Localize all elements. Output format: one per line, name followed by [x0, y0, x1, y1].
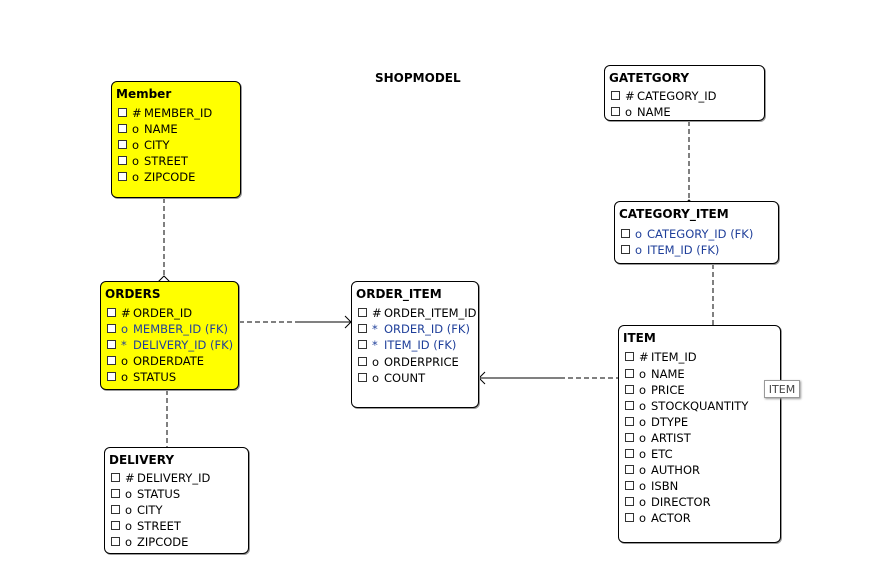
attr-orderitem-order-id-fk[interactable]: *ORDER_ID (FK) — [358, 321, 470, 337]
attribute-checkbox-icon — [625, 481, 634, 490]
rel-orderitem-item-crowfoot — [478, 371, 486, 385]
attribute-checkbox-icon — [107, 356, 116, 365]
rel-member-orders-crowfoot — [157, 275, 171, 283]
attribute-checkbox-icon — [107, 324, 116, 333]
entity-delivery-title: DELIVERY — [109, 453, 175, 467]
attribute-checkbox-icon — [625, 465, 634, 474]
attribute-checkbox-icon — [625, 369, 634, 378]
attribute-checkbox-icon — [621, 229, 630, 238]
attribute-checkbox-icon — [107, 340, 116, 349]
attribute-checkbox-icon — [358, 308, 367, 317]
attr-orderitem-order-item-id[interactable]: #ORDER_ITEM_ID — [358, 305, 477, 321]
attribute-checkbox-icon — [111, 537, 120, 546]
attr-member-member-id[interactable]: #MEMBER_ID — [118, 105, 212, 121]
entity-order-item[interactable]: ORDER_ITEM #ORDER_ITEM_ID *ORDER_ID (FK)… — [351, 281, 479, 408]
attribute-checkbox-icon — [625, 513, 634, 522]
attribute-checkbox-icon — [625, 497, 634, 506]
attribute-checkbox-icon — [358, 340, 367, 349]
attribute-checkbox-icon — [111, 473, 120, 482]
attribute-checkbox-icon — [107, 308, 116, 317]
attr-gatetgory-category-id[interactable]: #CATEGORY_ID — [611, 88, 717, 104]
entity-order-item-title: ORDER_ITEM — [356, 287, 442, 301]
attribute-checkbox-icon — [625, 352, 634, 361]
entity-orders-title: ORDERS — [105, 287, 161, 301]
attr-orders-delivery-id-fk[interactable]: *DELIVERY_ID (FK) — [107, 337, 233, 353]
entity-member-title: Member — [116, 87, 172, 101]
attribute-checkbox-icon — [358, 373, 367, 382]
attr-item-item-id[interactable]: #ITEM_ID — [625, 349, 697, 365]
attribute-checkbox-icon — [611, 107, 620, 116]
attribute-checkbox-icon — [625, 433, 634, 442]
attribute-checkbox-icon — [621, 245, 630, 254]
attribute-checkbox-icon — [111, 489, 120, 498]
entity-item-title: ITEM — [623, 331, 656, 345]
diagram-title: SHOPMODEL — [375, 71, 461, 85]
attribute-checkbox-icon — [358, 324, 367, 333]
attribute-checkbox-icon — [118, 108, 127, 117]
attribute-checkbox-icon — [625, 401, 634, 410]
entity-tooltip: ITEM — [764, 380, 800, 398]
attribute-checkbox-icon — [118, 172, 127, 181]
attribute-checkbox-icon — [625, 417, 634, 426]
attribute-checkbox-icon — [611, 91, 620, 100]
entity-gatetgory-title: GATETGORY — [609, 71, 690, 85]
attribute-checkbox-icon — [118, 156, 127, 165]
attribute-checkbox-icon — [118, 140, 127, 149]
attribute-checkbox-icon — [107, 372, 116, 381]
attribute-checkbox-icon — [625, 449, 634, 458]
attr-delivery-delivery-id[interactable]: #DELIVERY_ID — [111, 470, 210, 486]
attribute-checkbox-icon — [358, 357, 367, 366]
attribute-checkbox-icon — [111, 521, 120, 530]
attr-orders-order-id[interactable]: #ORDER_ID — [107, 305, 192, 321]
attribute-checkbox-icon — [625, 385, 634, 394]
attr-orderitem-item-id-fk[interactable]: *ITEM_ID (FK) — [358, 337, 456, 353]
entity-category-item-title: CATEGORY_ITEM — [619, 207, 729, 221]
attribute-checkbox-icon — [118, 124, 127, 133]
attribute-checkbox-icon — [111, 505, 120, 514]
